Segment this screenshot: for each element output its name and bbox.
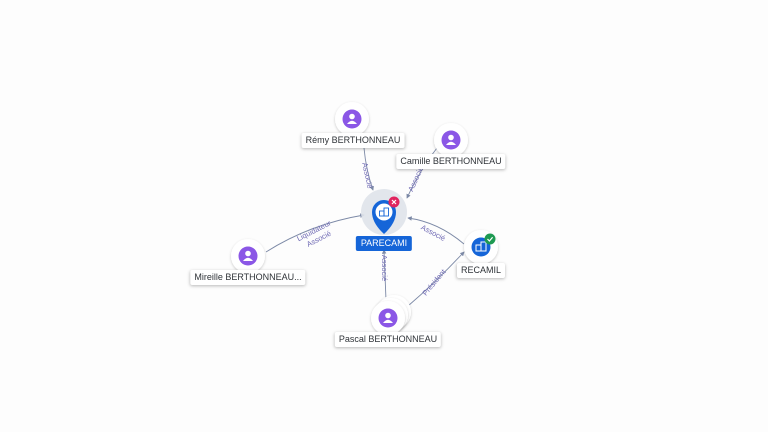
edge-camille-parecami	[406, 147, 438, 199]
edge-label-remy: Associé	[360, 162, 374, 190]
node-camille[interactable]	[434, 123, 468, 157]
user-icon	[342, 109, 362, 129]
node-label-pascal[interactable]: Pascal BERTHONNEAU	[334, 332, 442, 347]
node-label-mireille[interactable]: Mireille BERTHONNEAU...	[190, 270, 306, 285]
node-recamil[interactable]	[464, 230, 498, 264]
check-badge-icon	[484, 233, 496, 245]
user-icon	[441, 130, 461, 150]
edge-label-pascal-recamil: Président	[420, 267, 448, 298]
node-label-recamil[interactable]: RECAMIL	[456, 263, 506, 278]
building-icon	[379, 207, 389, 217]
node-label-remy[interactable]: Rémy BERTHONNEAU	[301, 133, 405, 148]
edge-pascal-recamil	[407, 251, 465, 307]
node-remy[interactable]	[335, 102, 369, 136]
edge-pascal-parecami	[381, 249, 387, 301]
node-parecami[interactable]	[361, 189, 407, 235]
node-mireille[interactable]	[231, 239, 265, 273]
edge-mireille-parecami	[265, 213, 365, 253]
edge-remy-parecami	[363, 147, 374, 191]
edge-label-camille: Associé	[406, 165, 425, 193]
edge-label-pascal: Associé	[380, 255, 389, 281]
node-label-parecami[interactable]: PARECAMI	[355, 236, 413, 251]
node-pascal[interactable]	[371, 295, 411, 335]
node-label-camille[interactable]: Camille BERTHONNEAU	[396, 154, 506, 169]
x-badge-icon	[388, 196, 400, 208]
user-icon	[238, 246, 258, 266]
user-icon	[378, 308, 398, 328]
edge-label-recamil: Associé	[419, 223, 446, 243]
edge-recamil-parecami	[407, 216, 465, 245]
